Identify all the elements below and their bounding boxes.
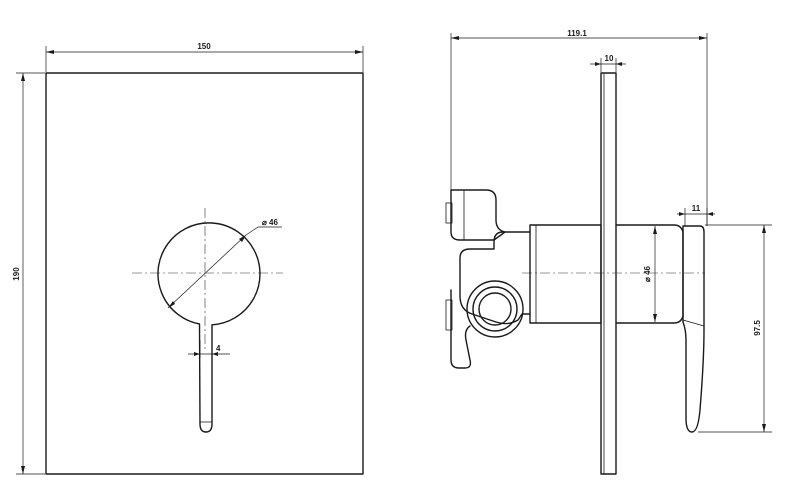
- side-outlet-nut-inner: [478, 292, 512, 326]
- side-depth-label: 119.1: [567, 29, 587, 38]
- front-lever-width-label: 4: [216, 344, 221, 353]
- side-view: 119.1 10 11: [445, 29, 772, 475]
- front-knob-diameter-dimension: ⌀ 46: [167, 218, 282, 309]
- front-height-dimension: 190: [12, 72, 45, 475]
- side-handle-offset-label: 11: [692, 204, 701, 213]
- front-height-label: 190: [12, 267, 21, 281]
- front-width-dimension: 150: [45, 42, 364, 72]
- front-knob-lever: [157, 222, 261, 433]
- side-valve-housing: [459, 231, 531, 325]
- front-view: 150 190 ⌀ 46: [12, 42, 364, 475]
- front-lever-width-dimension: 4: [188, 340, 230, 358]
- front-width-label: 150: [197, 42, 211, 51]
- side-handle-offset-dimension: 11: [677, 204, 715, 226]
- side-knob-diameter-label: ⌀ 46: [643, 265, 652, 281]
- side-top-connector: [450, 189, 506, 241]
- side-bottom-fitting-cap: [445, 299, 453, 331]
- side-top-connector-cap: [445, 202, 453, 224]
- side-mixer-body: [529, 224, 602, 324]
- side-handle-height-dimension: 97.5: [698, 224, 772, 433]
- front-wall-plate: [45, 72, 364, 475]
- side-knob-diameter-dimension: ⌀ 46: [643, 226, 657, 322]
- side-plate-thickness-label: 10: [605, 54, 614, 63]
- side-bottom-fitting: [450, 289, 472, 369]
- side-lever-handle: [682, 225, 705, 433]
- side-wall-plate: [600, 72, 617, 475]
- side-outlet-nut-mid: [472, 286, 518, 332]
- side-handle-height-label: 97.5: [753, 320, 762, 336]
- front-knob-diameter-label: ⌀ 46: [262, 218, 278, 227]
- side-outlet-nut-outer: [466, 280, 524, 338]
- side-plate-thickness-dimension: 10: [590, 54, 626, 72]
- side-depth-dimension: 119.1: [450, 29, 708, 225]
